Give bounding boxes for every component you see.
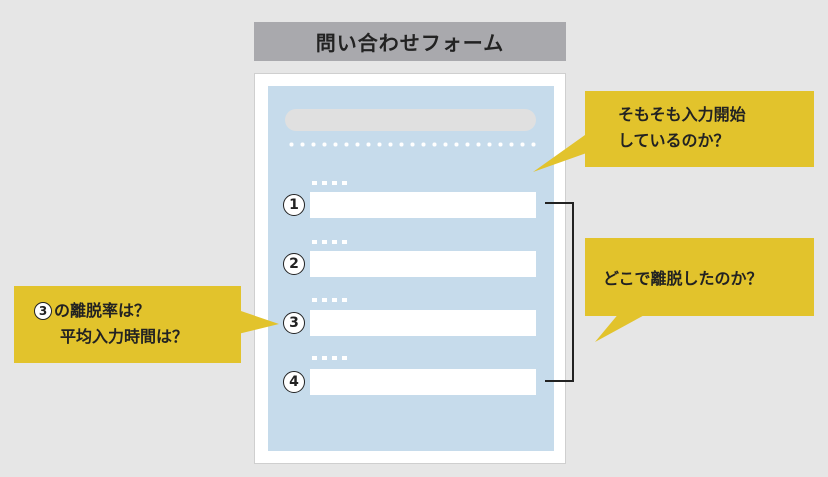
field-4-number: 4 [283, 371, 305, 393]
field-4-label-placeholder [312, 356, 352, 360]
callout-drop-point: どこで離脱したのか？ [585, 238, 814, 316]
field-3-input[interactable] [310, 310, 536, 336]
callout-left-number-badge: 3 [34, 301, 52, 320]
callout-left-pointer [238, 310, 279, 334]
callout-middle-pointer [595, 312, 650, 342]
form-header-placeholder [285, 109, 536, 131]
callout-input-start: そもそも入力開始 しているのか？ [585, 91, 814, 167]
field-3-label-placeholder [312, 298, 352, 302]
form-title: 問い合わせフォーム [254, 22, 566, 61]
callout-left-line-2: 平均入力時間は？ [60, 327, 189, 346]
field-2-label-placeholder [312, 240, 352, 244]
form-divider-dots [286, 142, 536, 147]
field-2-input[interactable] [310, 251, 536, 277]
callout-middle-text: どこで離脱したのか？ [603, 269, 763, 288]
callout-top-line-1: そもそも入力開始 [618, 105, 746, 124]
field-range-bracket [545, 202, 574, 382]
callout-top-line-2: しているのか？ [618, 131, 730, 150]
field-1-input[interactable] [310, 192, 536, 218]
callout-left-line-1: の離脱率は？ [54, 301, 151, 320]
field-4-input[interactable] [310, 369, 536, 395]
field-1-number: 1 [283, 194, 305, 216]
field-2-number: 2 [283, 253, 305, 275]
field-1-label-placeholder [312, 181, 352, 185]
callout-top-pointer [533, 135, 595, 172]
field-3-number: 3 [283, 312, 305, 334]
